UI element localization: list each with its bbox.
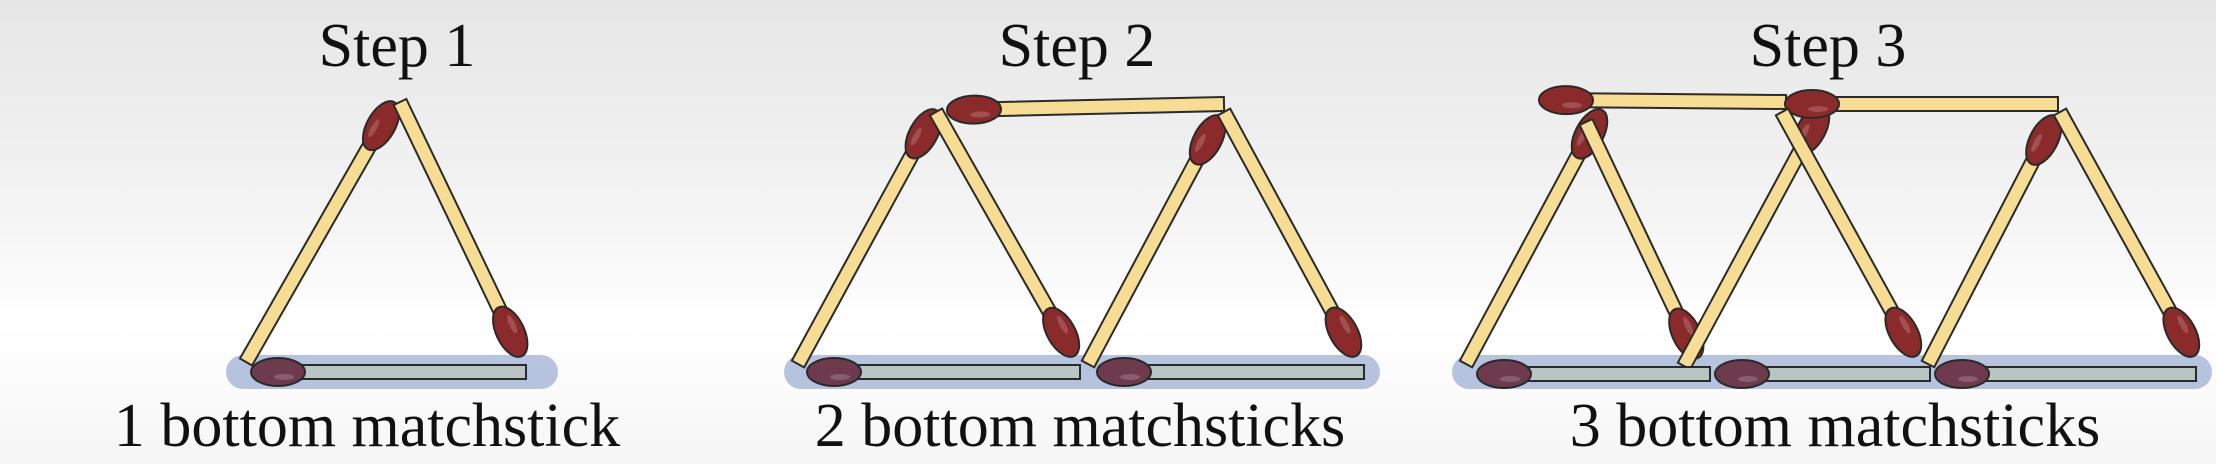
matchstick-14 xyxy=(1676,104,1831,371)
matchstick-4 xyxy=(790,108,943,369)
step-3-title: Step 3 xyxy=(1749,12,1907,80)
matchstick-7 xyxy=(1080,114,1227,369)
matchstick-1 xyxy=(238,100,401,367)
matchstick-16 xyxy=(1774,107,1923,358)
matchstick-18 xyxy=(2052,107,2201,358)
bottom-matchstick-9 xyxy=(806,357,1081,387)
step-1-caption: 1 bottom matchstick xyxy=(113,392,621,460)
matchstick-17 xyxy=(1920,114,2063,369)
matchstick-8 xyxy=(1216,107,1363,358)
bottom-matchstick-3 xyxy=(250,357,527,387)
bottom-row-glow-2 xyxy=(784,355,1380,389)
matchstick-5 xyxy=(928,107,1081,358)
matchstick-13 xyxy=(1578,117,1705,360)
bottom-matchstick-20 xyxy=(1714,359,1931,389)
matchstick-6 xyxy=(946,94,1226,125)
matchstick-2 xyxy=(392,97,529,358)
bottom-matchstick-21 xyxy=(1934,359,2197,389)
matchstick-15 xyxy=(1784,89,2059,119)
bottom-matchstick-10 xyxy=(1096,357,1365,387)
matchstick-12 xyxy=(1538,85,1788,116)
step-3-caption: 3 bottom matchsticks xyxy=(1569,392,2101,460)
bottom-matchstick-19 xyxy=(1476,359,1711,389)
step-2-title: Step 2 xyxy=(998,12,1156,80)
step-1-title: Step 1 xyxy=(318,12,476,80)
step-2-caption: 2 bottom matchsticks xyxy=(814,392,1346,460)
